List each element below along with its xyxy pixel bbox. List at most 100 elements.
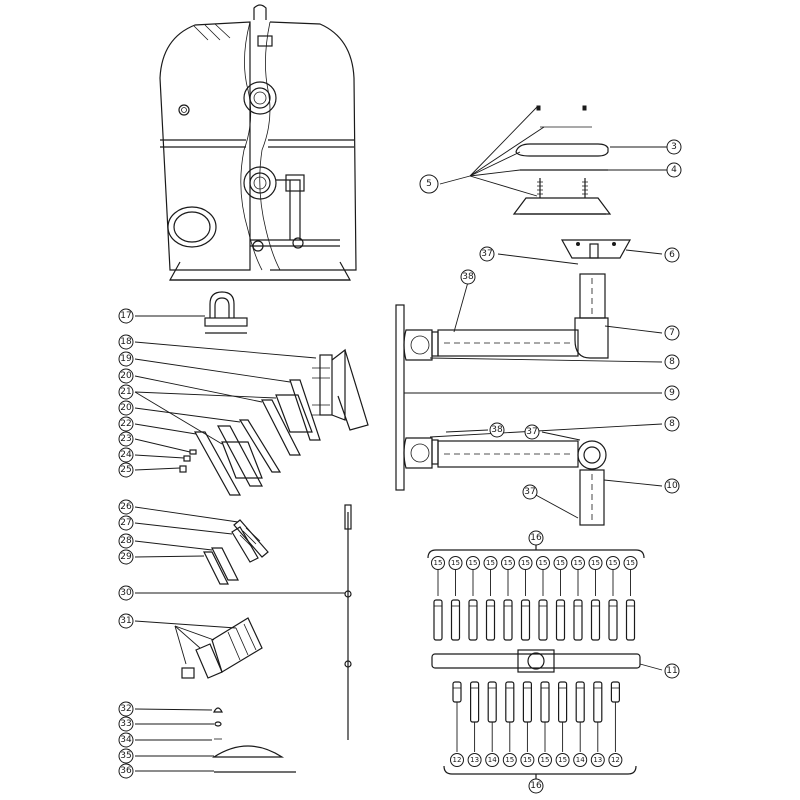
- lateral-tube-bottom: [593, 681, 603, 752]
- callout-38-top: 38: [460, 269, 476, 285]
- callout-13-bottom-lateral: 13: [590, 753, 605, 767]
- callout-15-bottom-lateral: 15: [520, 753, 535, 767]
- svg-text:15: 15: [609, 559, 618, 567]
- svg-text:15: 15: [556, 559, 565, 567]
- svg-text:15: 15: [541, 756, 550, 764]
- hatch-and-accessories: [134, 291, 369, 773]
- lateral-tube-top: [520, 570, 531, 641]
- lateral-tube-bottom: [505, 681, 515, 752]
- svg-text:15: 15: [574, 559, 583, 567]
- lateral-tube-bottom: [575, 681, 585, 752]
- callout-15-top-lateral: 15: [623, 556, 638, 570]
- svg-text:10: 10: [666, 481, 678, 491]
- svg-text:15: 15: [626, 559, 635, 567]
- callout-8-upper: 8: [664, 354, 680, 370]
- svg-text:8: 8: [669, 419, 675, 429]
- svg-text:37: 37: [481, 249, 492, 259]
- svg-text:15: 15: [486, 559, 495, 567]
- callout-15-top-lateral: 15: [448, 556, 463, 570]
- filter-tank: [159, 4, 357, 281]
- callout-10: 10: [664, 478, 680, 494]
- svg-text:19: 19: [120, 354, 132, 364]
- callout-20-b: 20: [118, 400, 134, 416]
- lateral-tube-bottom: [557, 681, 568, 752]
- callout-29: 29: [118, 549, 134, 565]
- lateral-tube-bottom: [540, 681, 550, 752]
- callout-37-mid: 37: [524, 424, 540, 440]
- callout-38-lower: 38: [489, 422, 505, 438]
- callout-15-bottom-lateral: 15: [502, 753, 517, 767]
- callout-13-bottom-lateral: 13: [467, 753, 482, 767]
- svg-text:37: 37: [524, 487, 535, 497]
- svg-text:37: 37: [526, 427, 537, 437]
- callout-15-bottom-lateral: 15: [555, 753, 570, 767]
- svg-text:21: 21: [120, 387, 131, 397]
- callout-11: 11: [664, 663, 680, 679]
- callout-34: 34: [118, 732, 134, 748]
- callout-31: 31: [118, 613, 134, 629]
- lateral-tube-top: [433, 570, 443, 641]
- callout-15-top-lateral: 15: [483, 556, 498, 570]
- svg-text:14: 14: [488, 756, 497, 764]
- callout-37-low: 37: [522, 484, 538, 500]
- upper-diffuser-assembly: [439, 105, 672, 215]
- lateral-tube-top: [450, 570, 461, 641]
- callout-15-top-lateral: 15: [466, 556, 480, 570]
- svg-text:15: 15: [523, 756, 532, 764]
- svg-text:38: 38: [491, 425, 503, 435]
- callout-3: 3: [666, 139, 682, 155]
- svg-text:31: 31: [120, 616, 131, 626]
- svg-text:20: 20: [120, 403, 132, 413]
- lateral-tube-bottom: [487, 681, 497, 752]
- svg-text:15: 15: [558, 756, 567, 764]
- callout-8-lower: 8: [664, 416, 680, 432]
- svg-text:35: 35: [120, 751, 131, 761]
- lateral-tube-bottom: [452, 681, 462, 752]
- callout-32: 32: [118, 701, 134, 717]
- lateral-tube-top: [573, 570, 583, 641]
- lateral-tube-top: [625, 570, 636, 641]
- svg-text:8: 8: [669, 357, 675, 367]
- callout-17: 17: [118, 308, 134, 324]
- lateral-tube-bottom: [522, 681, 533, 752]
- svg-text:33: 33: [120, 719, 131, 729]
- callout-15-top-lateral: 15: [501, 556, 515, 570]
- callout-6: 6: [664, 247, 680, 263]
- callout-27: 27: [118, 515, 134, 531]
- svg-text:20: 20: [120, 371, 132, 381]
- callout-20-a: 20: [118, 368, 134, 384]
- svg-text:4: 4: [671, 165, 677, 175]
- svg-text:22: 22: [120, 419, 131, 429]
- lateral-tube-top: [503, 570, 513, 641]
- svg-text:18: 18: [120, 337, 132, 347]
- callout-16-top: 16: [528, 530, 544, 546]
- callout-15-top-lateral: 15: [588, 556, 603, 570]
- svg-text:11: 11: [666, 666, 677, 676]
- callout-19: 19: [118, 351, 134, 367]
- svg-text:15: 15: [451, 559, 460, 567]
- callout-5: 5: [419, 174, 439, 194]
- lateral-tube-top: [590, 570, 601, 641]
- svg-text:26: 26: [120, 502, 132, 512]
- callout-15-top-lateral: 15: [571, 556, 585, 570]
- svg-text:6: 6: [669, 250, 675, 260]
- callout-9: 9: [664, 385, 680, 401]
- svg-text:5: 5: [426, 179, 432, 189]
- callout-26: 26: [118, 499, 134, 515]
- svg-text:24: 24: [120, 450, 132, 460]
- svg-text:38: 38: [462, 272, 474, 282]
- svg-text:17: 17: [120, 311, 131, 321]
- callout-7: 7: [664, 325, 680, 341]
- callout-14-bottom-lateral: 14: [573, 753, 588, 767]
- svg-text:15: 15: [539, 559, 548, 567]
- svg-text:15: 15: [469, 559, 478, 567]
- svg-text:9: 9: [669, 388, 675, 398]
- svg-text:29: 29: [120, 552, 132, 562]
- svg-text:13: 13: [470, 756, 479, 764]
- callout-12-bottom-lateral: 12: [608, 753, 623, 767]
- lateral-tube-top: [485, 570, 496, 641]
- callout-24: 24: [118, 447, 134, 463]
- svg-text:13: 13: [593, 756, 602, 764]
